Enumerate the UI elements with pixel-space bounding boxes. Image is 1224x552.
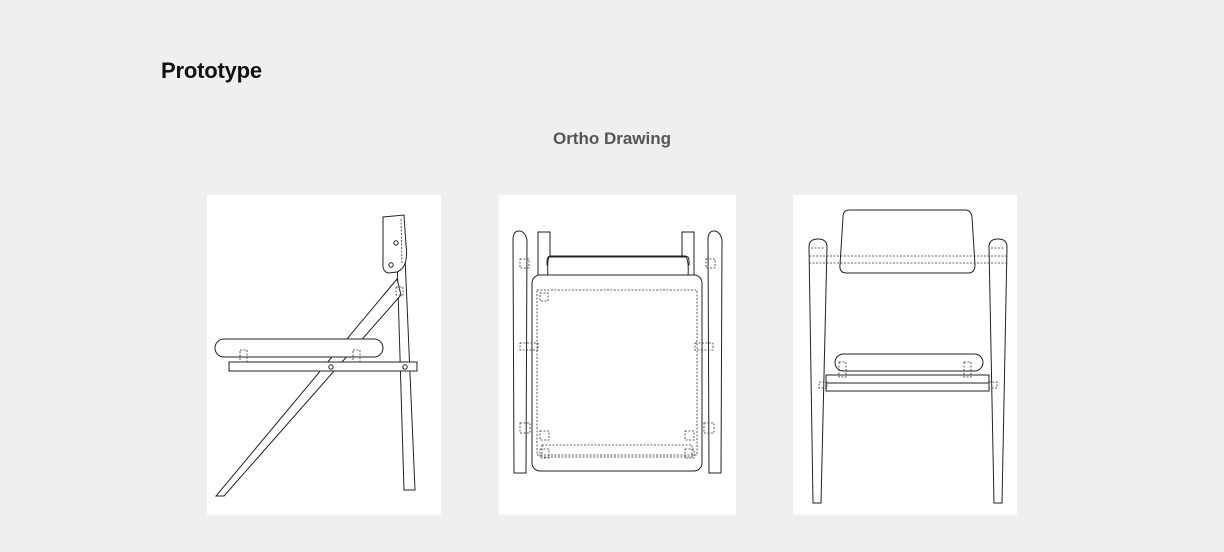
chair-top-view-icon <box>512 230 723 474</box>
chair-front-view-icon <box>808 209 1008 504</box>
chair-side-view-icon <box>214 214 418 497</box>
front-view-panel <box>793 195 1017 515</box>
section-title: Prototype <box>161 58 262 83</box>
drawing-title: Ortho Drawing <box>552 129 672 148</box>
top-view-panel <box>499 195 736 515</box>
side-view-panel <box>207 195 441 515</box>
